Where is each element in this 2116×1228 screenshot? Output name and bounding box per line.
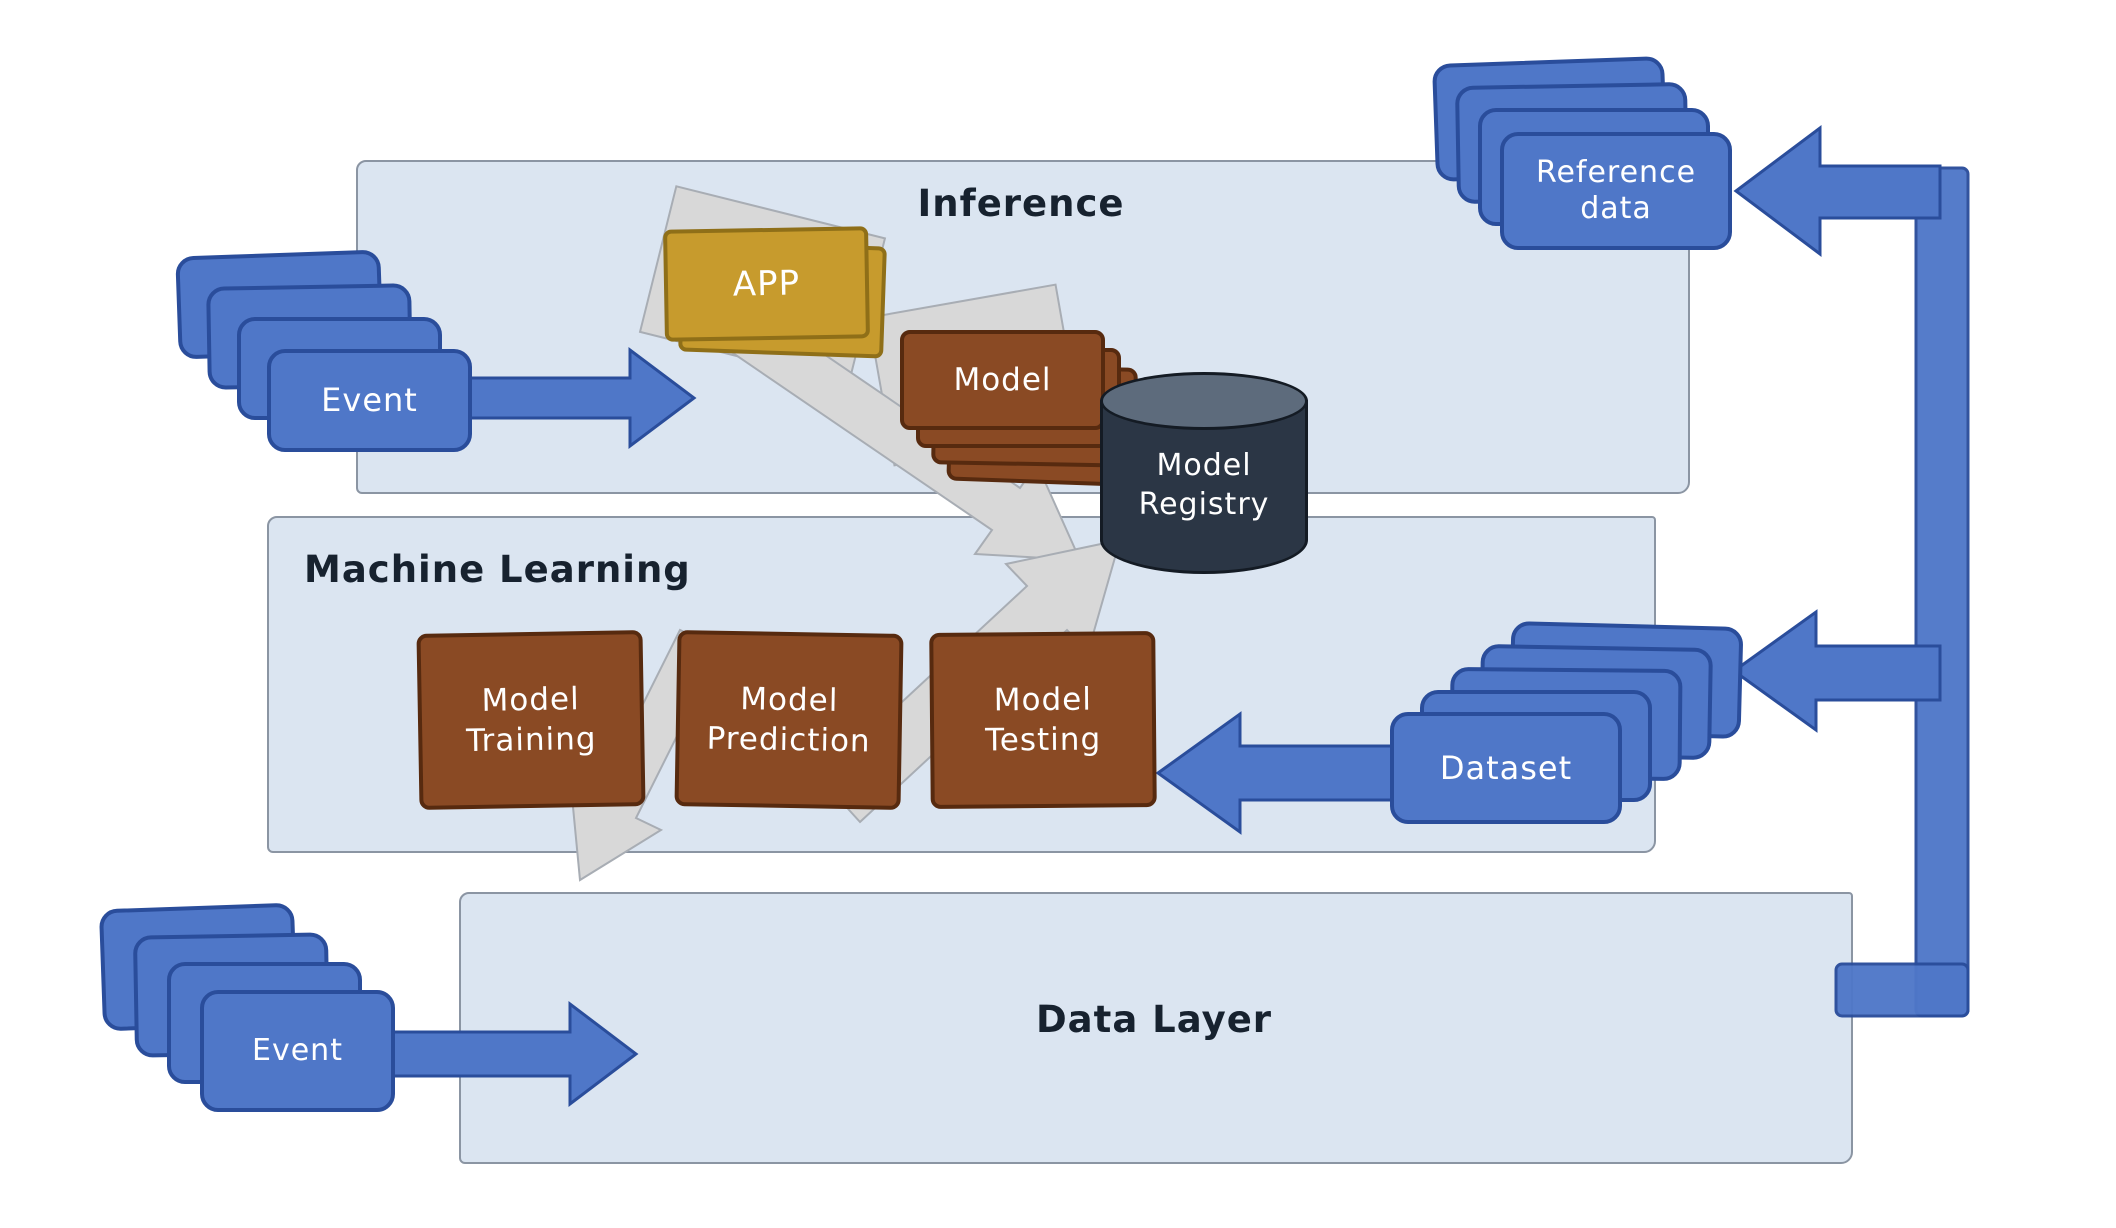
node-label: Dataset: [1439, 748, 1573, 787]
node-label: Model Testing: [985, 681, 1102, 759]
node-label: Model Prediction: [706, 680, 871, 760]
node-reference-data-front: Reference data: [1500, 132, 1732, 250]
node-model-training: Model Training: [416, 630, 646, 810]
node-model-prediction: Model Prediction: [674, 630, 904, 810]
arrow-pipe-to-reference-data: [1733, 125, 1942, 257]
band-title-inference: Inference: [917, 182, 1125, 225]
node-label: Event: [321, 381, 418, 420]
node-event-top-front: Event: [267, 349, 472, 452]
node-label: Event: [252, 1033, 343, 1068]
node-label: APP: [732, 263, 801, 305]
pipe-vertical: [1914, 166, 1970, 1018]
node-label: Model Registry: [1138, 448, 1270, 522]
cylinder-top: [1100, 372, 1308, 430]
stack-layer: [175, 249, 384, 360]
node-model-testing: Model Testing: [929, 631, 1157, 809]
pipe-elbow-to-data-layer: [1834, 962, 1970, 1018]
node-model-registry: Model Registry: [1100, 372, 1308, 577]
node-dataset-front: Dataset: [1390, 712, 1622, 824]
node-model-front: Model: [900, 330, 1105, 430]
arrow-pipe-to-dataset: [1731, 609, 1942, 733]
band-data-layer: [459, 892, 1853, 1164]
node-label: Reference data: [1535, 155, 1697, 226]
node-app-front: APP: [663, 226, 870, 342]
band-title-machine-learning: Machine Learning: [304, 548, 691, 591]
node-label: Model: [953, 361, 1052, 398]
band-title-data-layer: Data Layer: [1035, 998, 1273, 1041]
node-event-bottom-front: Event: [200, 990, 395, 1112]
node-label: Model Training: [465, 680, 597, 760]
